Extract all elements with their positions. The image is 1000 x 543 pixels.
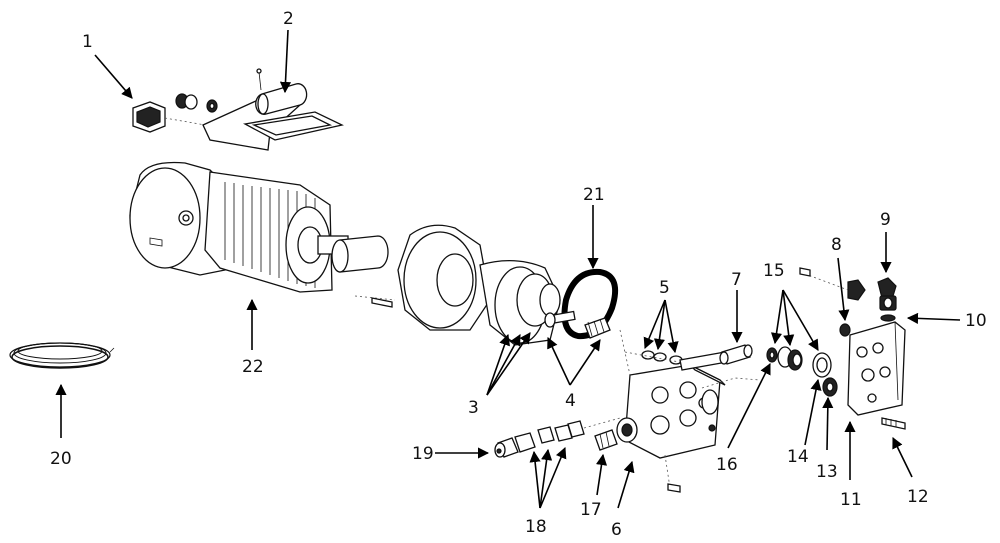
part-screw	[881, 417, 906, 430]
label-16: 16	[716, 455, 738, 475]
part-seals	[766, 346, 838, 397]
label-11: 11	[840, 490, 862, 510]
label-18: 18	[525, 517, 547, 537]
label-10: 10	[965, 311, 987, 331]
part-pump-housing	[397, 224, 561, 346]
label-21: 21	[583, 185, 605, 205]
label-17: 17	[580, 500, 602, 520]
part-valve-stem	[701, 344, 761, 389]
label-4: 4	[565, 391, 576, 411]
label-6: 6	[611, 520, 622, 540]
part-pump-head	[616, 329, 728, 493]
label-14: 14	[787, 447, 809, 467]
label-9: 9	[880, 210, 891, 230]
label-3: 3	[468, 398, 479, 418]
label-19: 19	[412, 444, 434, 464]
part-cable-coil	[9, 342, 115, 369]
label-13: 13	[816, 462, 838, 482]
label-2: 2	[283, 9, 294, 29]
label-7: 7	[731, 270, 742, 290]
callout-arrows	[55, 29, 961, 509]
label-20: 20	[50, 449, 72, 469]
label-1: 1	[82, 32, 93, 52]
part-motor	[129, 161, 396, 308]
callout-labels: 1 2 21 22 20 3 4 5 7 15 8 9 10 16 14 13 …	[50, 9, 987, 540]
part-pistons	[544, 310, 611, 339]
label-15: 15	[763, 261, 785, 281]
part-capacitor-box	[202, 68, 344, 151]
part-manifold	[847, 321, 906, 416]
label-5: 5	[659, 278, 670, 298]
label-12: 12	[907, 487, 929, 507]
label-8: 8	[831, 235, 842, 255]
part-plug	[799, 267, 866, 337]
part-caps	[877, 277, 897, 322]
part-switch	[132, 101, 206, 133]
part-valves	[624, 350, 691, 365]
part-unloader	[494, 417, 621, 458]
part-o-ring	[561, 268, 618, 340]
label-22: 22	[242, 357, 264, 377]
part-cable-glands	[175, 93, 218, 113]
